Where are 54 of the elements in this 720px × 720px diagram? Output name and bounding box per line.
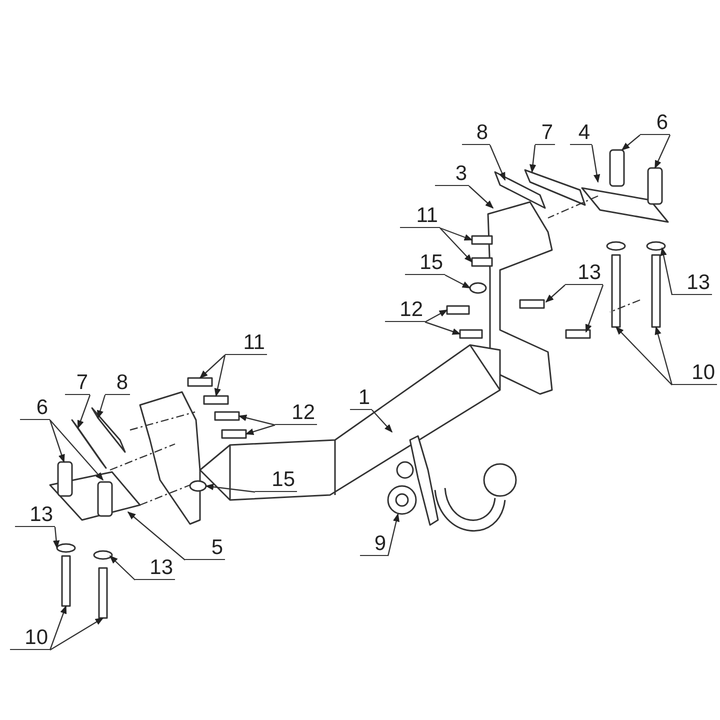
callout-number: 6: [640, 111, 670, 135]
leader-line: [387, 513, 400, 556]
leader-line: [245, 424, 276, 435]
callout-number: 3: [435, 162, 469, 186]
leader-line: [52, 526, 60, 549]
callout-number: 11: [400, 204, 440, 228]
callout-number: 15: [255, 468, 297, 492]
leader-line: [654, 134, 671, 169]
callout-number: 13: [565, 261, 603, 285]
leader-line: [424, 309, 448, 323]
leader-line: [50, 420, 104, 481]
leader-line: [489, 144, 506, 181]
callout-number: 13: [672, 271, 712, 295]
leader-line: [77, 394, 91, 429]
leader-line: [440, 227, 473, 241]
leader-line: [372, 410, 393, 433]
callout-number: 7: [65, 371, 90, 395]
callout-number: 12: [385, 298, 425, 322]
leader-line: [205, 484, 256, 493]
callout-number: 1: [350, 386, 372, 410]
leader-line: [424, 321, 461, 335]
callout-number: 13: [15, 503, 55, 527]
callout-number: 13: [135, 556, 175, 580]
callout-number: 8: [462, 121, 490, 145]
leader-line: [545, 284, 566, 303]
leader-line: [199, 354, 226, 379]
callout-number: 9: [360, 532, 388, 556]
leader-line: [238, 414, 276, 426]
leader-line: [49, 605, 67, 650]
callout-number: 15: [405, 251, 445, 275]
leader-line: [96, 394, 106, 419]
callout-number: 10: [672, 361, 717, 385]
leader-line: [654, 326, 673, 386]
leader-line: [615, 326, 672, 386]
callout-number: 5: [185, 536, 225, 560]
leader-line: [127, 511, 186, 560]
callout-number: 12: [275, 401, 317, 425]
leader-line: [214, 354, 226, 397]
callout-number: 11: [225, 331, 267, 355]
leader-line: [660, 247, 673, 296]
leader-line: [49, 420, 65, 463]
leader-line: [468, 186, 494, 209]
callout-number: 10: [10, 626, 50, 650]
callout-number: 6: [20, 396, 50, 420]
leader-line: [591, 144, 600, 183]
leader-line: [440, 228, 473, 263]
leader-line: [621, 134, 640, 151]
callout-number: 7: [535, 121, 555, 145]
leader-line: [530, 144, 536, 173]
callout-number: 4: [570, 121, 592, 145]
callout-number: 8: [105, 371, 130, 395]
leader-line: [50, 617, 104, 651]
leader-line: [109, 555, 136, 580]
leader-line: [444, 274, 471, 289]
